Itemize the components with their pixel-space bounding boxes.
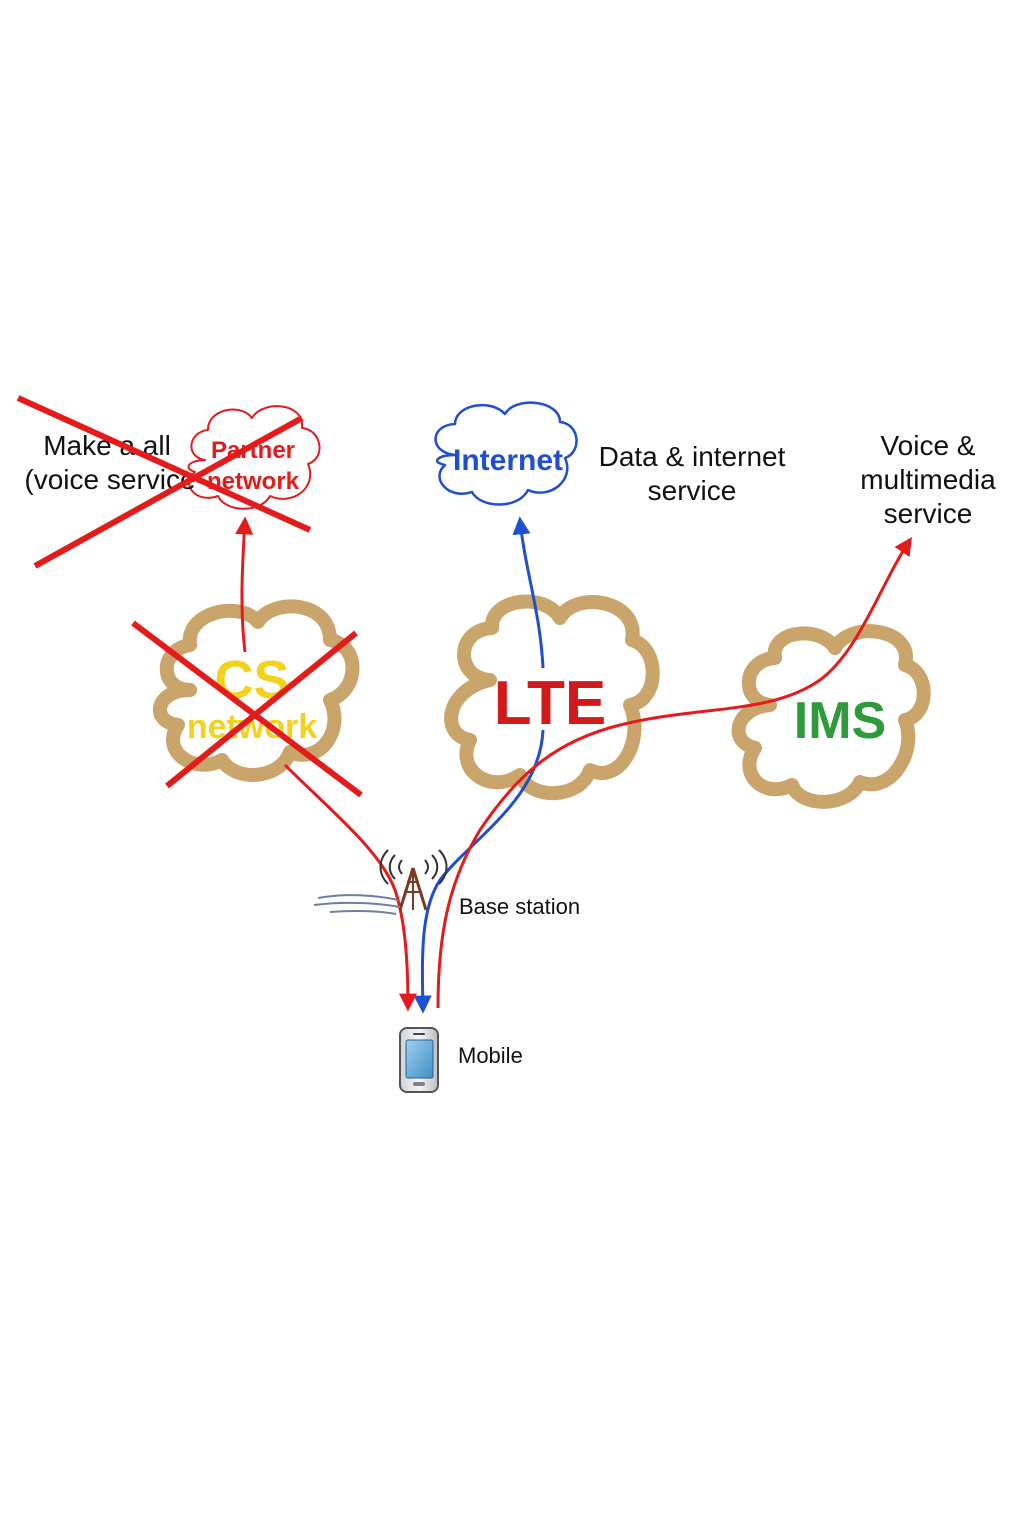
voice-service-label-line1: Voice &	[881, 430, 976, 461]
data-service-label-line2: service	[648, 475, 737, 506]
voice-service-label-line2: multimedia	[860, 464, 996, 495]
mobile-label: Mobile	[458, 1043, 523, 1068]
lte-cloud: LTE	[444, 594, 660, 801]
ims-label: IMS	[794, 692, 886, 750]
data-internet-service-label: Data & internet service	[599, 441, 786, 506]
cs-to-mobile-voice-path	[283, 763, 417, 1012]
lte-to-mobile-data-path	[413, 729, 545, 1014]
partner-network-cloud: Partner network	[187, 405, 321, 510]
internet-cloud: Internet	[434, 401, 578, 506]
voice-service-label-line3: service	[884, 498, 973, 529]
voice-multimedia-service-label: Voice & multimedia service	[860, 430, 996, 529]
cs-network-cloud: CS network	[153, 599, 360, 782]
make-call-cross-out	[16, 395, 312, 569]
ims-voice-path	[436, 537, 912, 1009]
internet-label: Internet	[453, 444, 563, 477]
data-service-label-line1: Data & internet	[599, 441, 786, 472]
base-station-tower-icon	[313, 849, 448, 915]
lte-label: LTE	[494, 669, 607, 738]
base-station-label: Base station	[459, 894, 580, 919]
ims-cloud: IMS	[731, 624, 931, 809]
mobile-phone-icon	[399, 1027, 439, 1093]
cs-network-label-line1: CS	[214, 650, 289, 710]
cs-to-partner-arrow	[235, 516, 254, 653]
lte-to-internet-arrow	[512, 516, 545, 669]
cs-network-cross-out	[131, 620, 363, 798]
